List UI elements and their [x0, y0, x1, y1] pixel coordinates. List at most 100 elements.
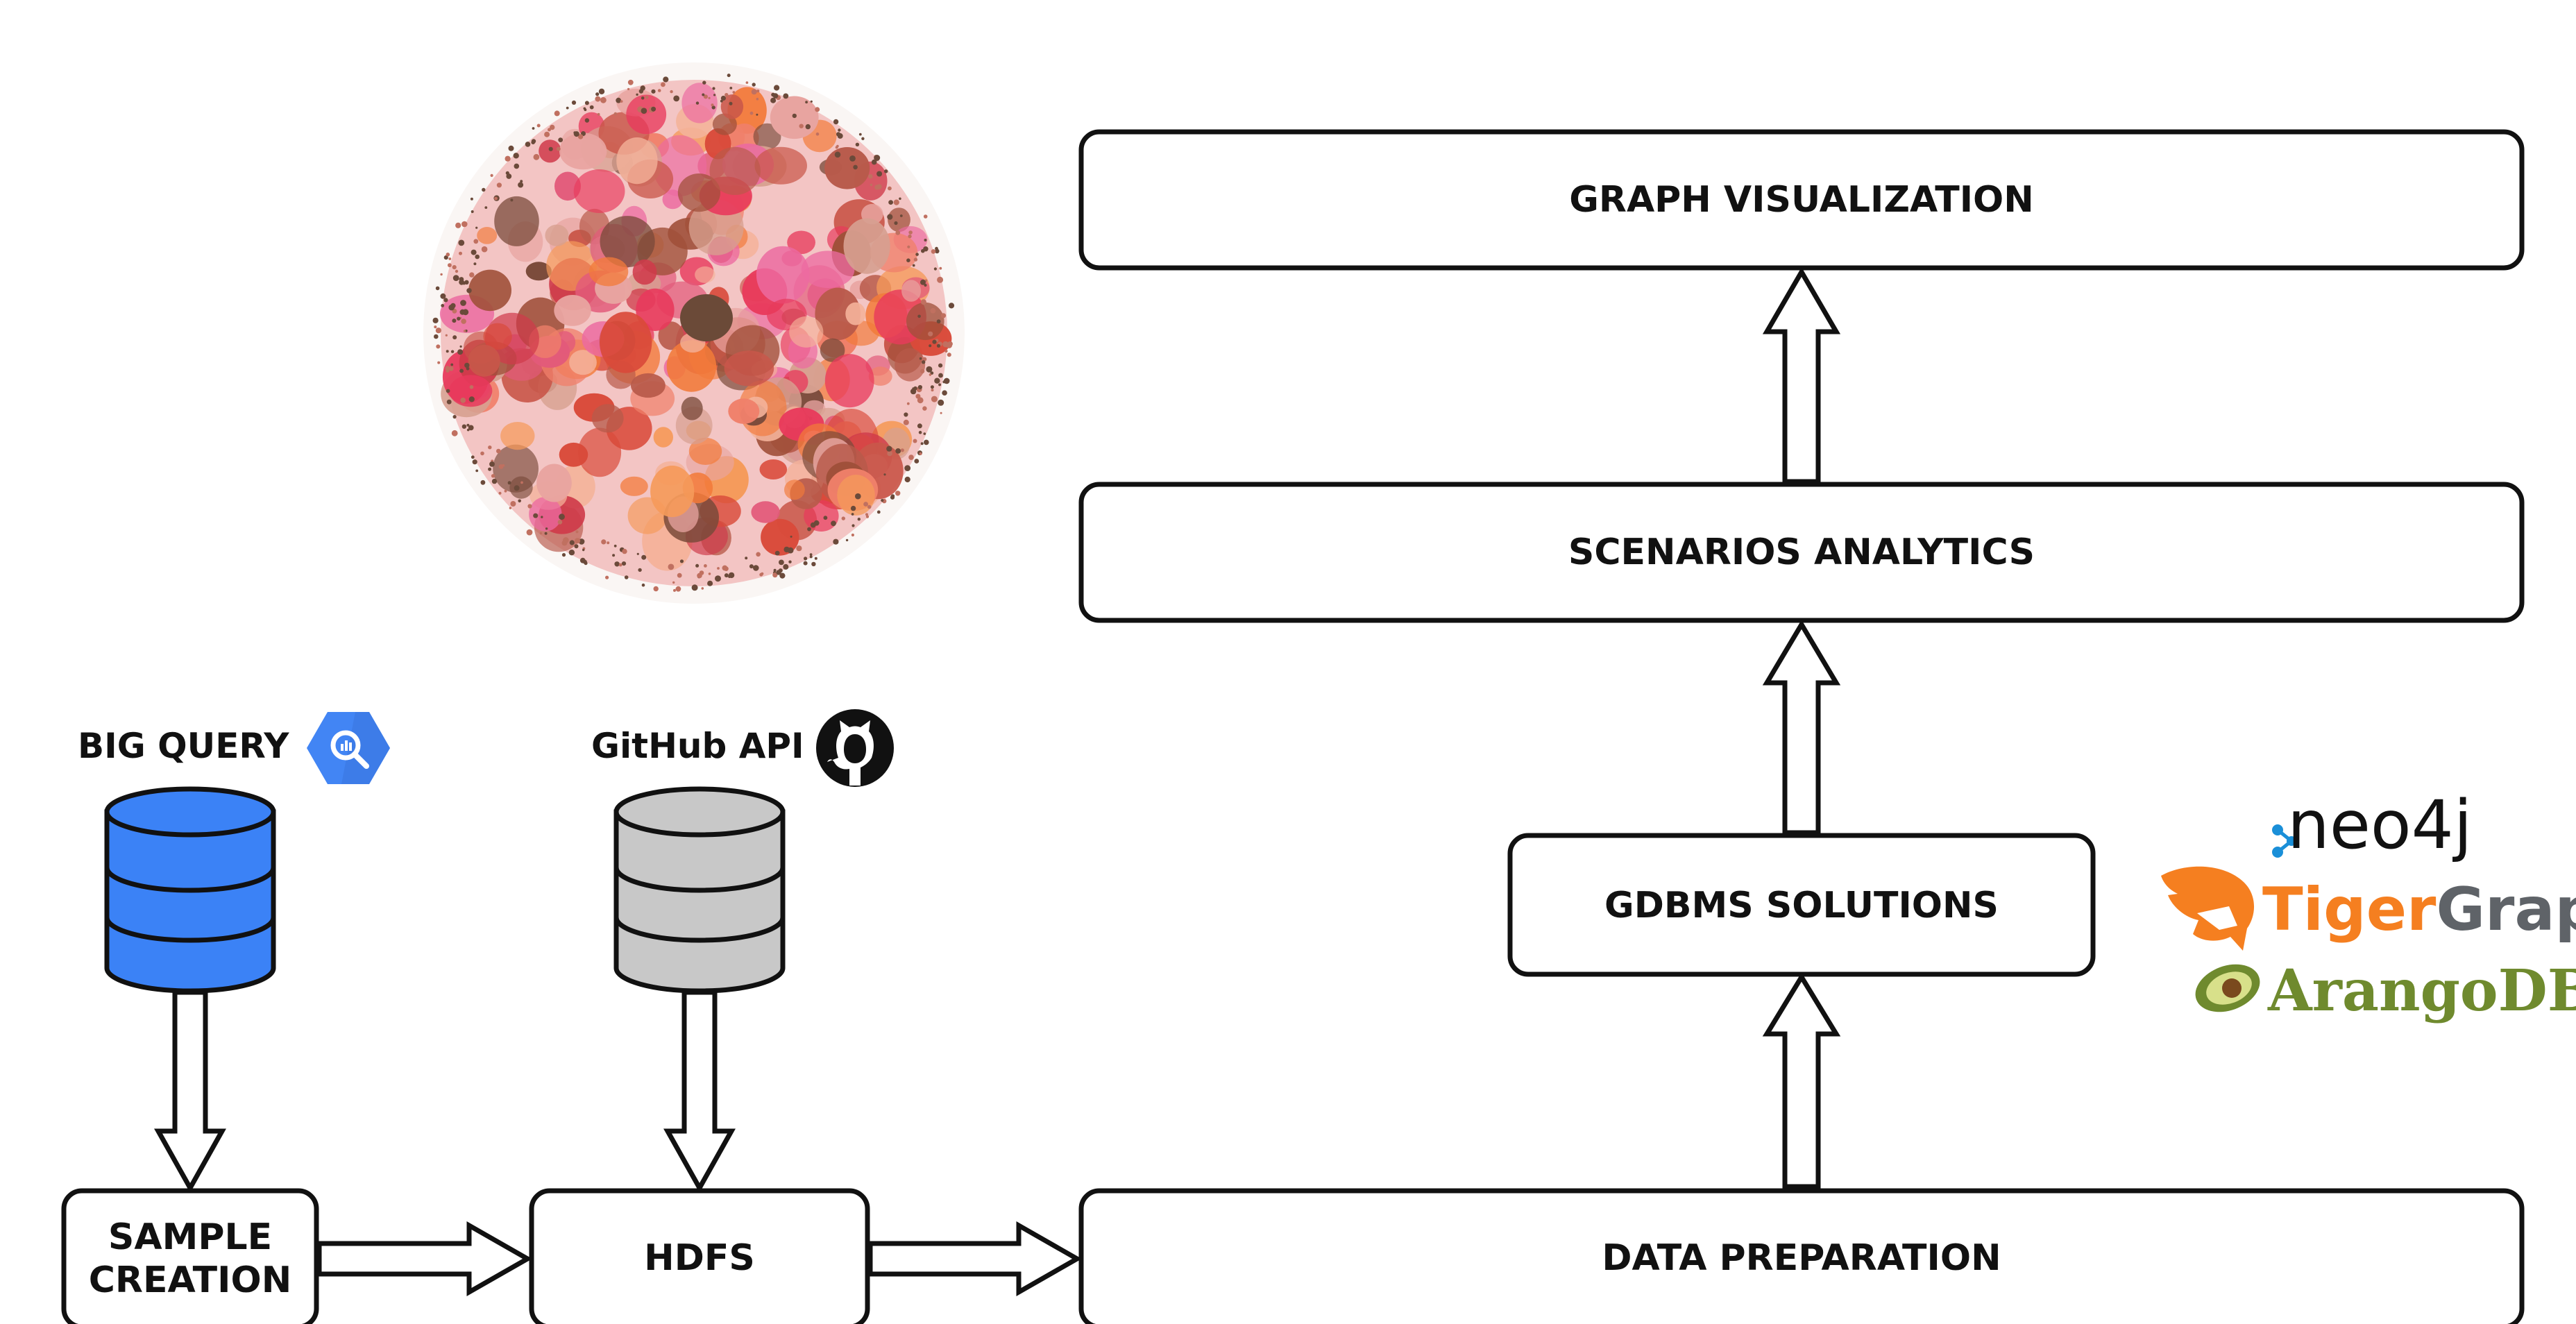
graph-node: [917, 384, 922, 390]
graph-node: [636, 93, 638, 96]
graph-node: [533, 513, 539, 518]
graph-node: [446, 350, 449, 353]
graph-node: [944, 349, 948, 353]
graph-node: [729, 101, 733, 105]
graph-node: [661, 82, 666, 87]
graph-node: [772, 572, 778, 578]
graph-node: [888, 200, 893, 205]
graph-node: [922, 357, 927, 362]
graph-cluster: [632, 259, 657, 285]
graph-node: [459, 368, 464, 373]
bigquery-icon: [307, 712, 390, 784]
graph-node: [779, 572, 786, 579]
graph-node: [728, 572, 735, 579]
graph-cluster: [666, 340, 717, 392]
graph-node: [672, 581, 675, 584]
graph-node: [923, 214, 928, 219]
graph-node: [510, 501, 516, 507]
graph-node: [923, 432, 926, 435]
graph-node: [850, 505, 856, 511]
graph-node: [920, 368, 925, 374]
graph-node: [855, 142, 860, 146]
graph-node: [559, 514, 565, 520]
graph-node: [457, 316, 461, 321]
graph-cluster: [784, 479, 805, 500]
graph-node: [445, 334, 448, 337]
graph-node: [851, 533, 854, 537]
graph-node: [770, 97, 777, 103]
graph-node: [695, 101, 700, 105]
graph-node: [448, 366, 454, 371]
graph-cluster: [759, 459, 788, 479]
graph-node: [554, 110, 560, 117]
graph-cluster: [650, 466, 695, 518]
graph-cluster: [751, 501, 780, 523]
avocado-icon: [2195, 964, 2260, 1012]
graph-node: [881, 499, 884, 502]
graph-node: [703, 94, 709, 99]
network-graph-image: [423, 62, 965, 604]
graph-node: [598, 88, 605, 94]
graph-node: [887, 450, 892, 457]
graph-node: [468, 425, 474, 431]
graph-node: [621, 561, 627, 566]
graph-node: [452, 308, 457, 314]
graph-cluster: [631, 373, 666, 398]
graph-node: [906, 258, 910, 263]
graph-node: [561, 540, 568, 546]
graph-node: [496, 183, 502, 188]
graph-node: [589, 105, 594, 110]
graph-node: [475, 254, 480, 260]
graph-node: [729, 87, 733, 90]
graph-node: [851, 513, 854, 516]
graph-node: [569, 540, 575, 545]
graph-node: [895, 491, 901, 496]
graph-node: [837, 133, 843, 139]
graph-node: [463, 330, 466, 332]
graph-node: [922, 406, 927, 411]
graph-node: [874, 155, 881, 161]
graph-node: [773, 568, 777, 572]
graph-cluster: [843, 218, 890, 274]
data-preparation-box: DATA PREPARATION: [1078, 1188, 2525, 1324]
graph-node: [507, 481, 511, 485]
graph-node: [940, 411, 942, 414]
graph-node: [460, 300, 466, 306]
graph-node: [595, 96, 601, 102]
graph-node: [472, 459, 477, 465]
graph-node: [936, 319, 941, 324]
graph-node: [874, 185, 880, 190]
tiger-icon: [2161, 866, 2255, 951]
graph-cluster: [815, 287, 861, 341]
graph-cluster: [483, 323, 512, 350]
sample-creation-label-line2: CREATION: [89, 1259, 291, 1301]
graph-node: [614, 561, 620, 567]
graph-node: [833, 538, 839, 545]
graph-node: [579, 557, 586, 563]
graph-node: [861, 137, 865, 140]
graph-node: [858, 133, 862, 136]
graph-node: [450, 363, 454, 366]
graph-node: [815, 107, 820, 112]
graph-node: [838, 128, 841, 132]
graph-node: [470, 197, 473, 201]
graph-node: [924, 239, 927, 241]
graph-node: [908, 234, 912, 239]
graph-node: [532, 127, 535, 130]
graph-node: [724, 93, 729, 97]
graph-node: [931, 389, 934, 392]
graph-cluster: [620, 476, 648, 496]
graph-node: [935, 246, 938, 251]
graph-hub-cluster: [680, 294, 733, 341]
graph-node: [490, 173, 493, 177]
arrow-github-to-hdfs: [663, 990, 736, 1194]
graph-node: [917, 397, 924, 404]
graph-node: [899, 197, 901, 201]
graph-node: [670, 90, 673, 94]
graph-node: [876, 171, 883, 177]
graph-node: [471, 249, 477, 255]
graph-node: [466, 366, 470, 371]
graph-node: [513, 153, 519, 159]
graph-node: [745, 81, 749, 84]
